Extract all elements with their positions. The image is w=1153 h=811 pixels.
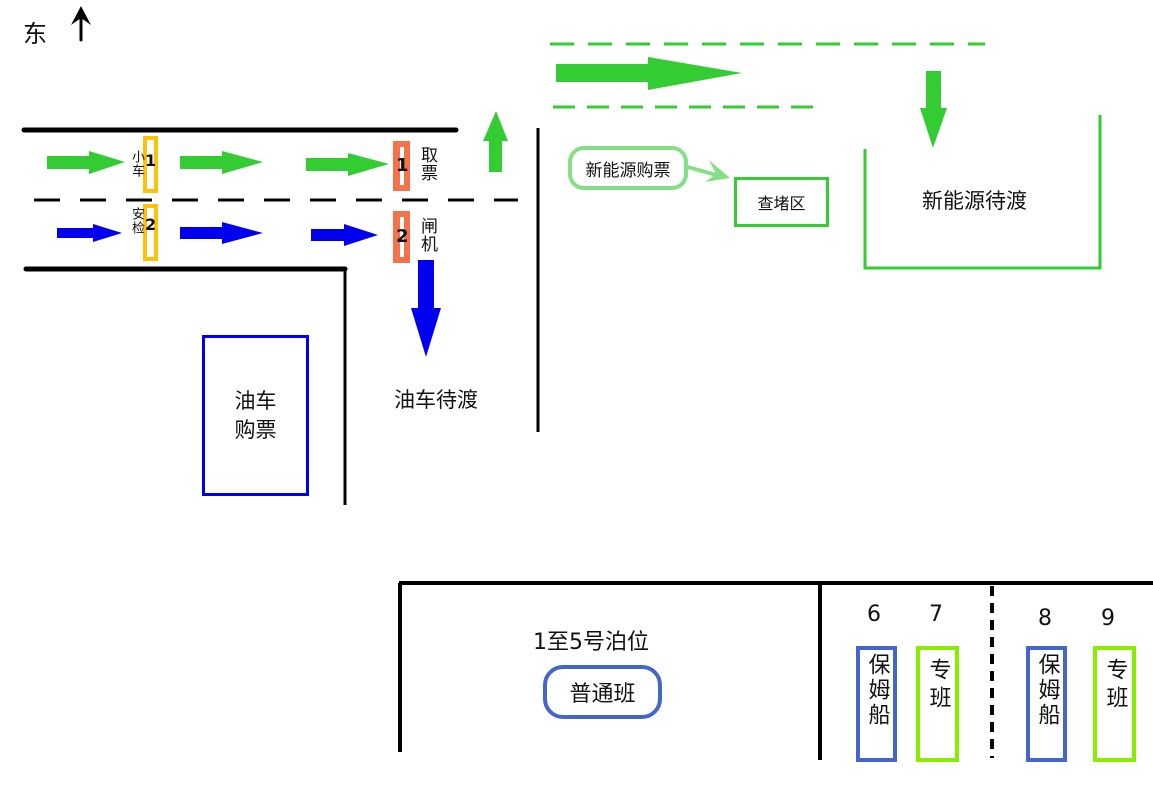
- blue-lane-arrow: [180, 222, 263, 244]
- oil-ticket-area: 油车购票: [202, 335, 309, 496]
- ev-down-arrow: [920, 71, 947, 148]
- berth-6-service: 保姆船: [856, 646, 897, 762]
- ev-ticket-pointer-arrow: [683, 160, 730, 182]
- berth-8-service: 保姆船: [1026, 646, 1067, 762]
- ticket-gate-2-label: 闸机: [417, 217, 437, 253]
- ticket-gate-1-label: 取票: [417, 146, 437, 182]
- checkpoint-2-label: 安检: [129, 207, 144, 235]
- checkpoint-2-number: 2: [145, 215, 157, 234]
- green-lane-arrow: [47, 151, 125, 174]
- berth-9-number: 9: [1101, 606, 1115, 631]
- blue-lane-arrow: [57, 224, 122, 242]
- ev-ticket-label: 新能源购票: [585, 160, 671, 181]
- blue-down-arrow: [411, 260, 441, 357]
- berth-7-service: 专班: [916, 646, 959, 762]
- green-up-arrow: [483, 111, 508, 172]
- ev-lane-arrow: [556, 57, 742, 90]
- green-lane-arrow: [306, 153, 389, 176]
- regular-service-label: 普通班: [569, 682, 636, 707]
- berth-7-number: 7: [929, 602, 943, 627]
- compass-label: 东: [23, 20, 47, 48]
- oil-waiting-label: 油车待渡: [394, 388, 478, 412]
- checkpoint-1-label: 小车: [129, 150, 144, 178]
- berth-8-number: 8: [1038, 606, 1052, 631]
- ev-waiting-area-outline: [863, 115, 1102, 270]
- berth-6-number: 6: [867, 602, 881, 627]
- checkpoint-1-number: 1: [145, 151, 157, 170]
- inspection-label: 查堵区: [757, 194, 806, 213]
- ev-ticket-area: 新能源购票: [568, 146, 688, 190]
- regular-service-badge: 普通班: [543, 665, 662, 719]
- green-lane-arrow: [180, 151, 263, 174]
- blue-lane-arrow: [311, 224, 378, 246]
- ticket-gate-2-number: 2: [396, 226, 409, 247]
- checkpoint-1-marker: [143, 136, 158, 193]
- oil-ticket-label: 油车购票: [234, 388, 277, 442]
- checkpoint-2-marker: [143, 204, 158, 261]
- arrow-up-icon: [71, 6, 91, 42]
- main-berth-label: 1至5号泊位: [533, 630, 649, 655]
- ev-waiting-label: 新能源待渡: [922, 189, 1027, 213]
- inspection-area: 查堵区: [734, 177, 829, 227]
- ticket-gate-1-number: 1: [396, 155, 409, 176]
- berth-9-service: 专班: [1093, 646, 1136, 762]
